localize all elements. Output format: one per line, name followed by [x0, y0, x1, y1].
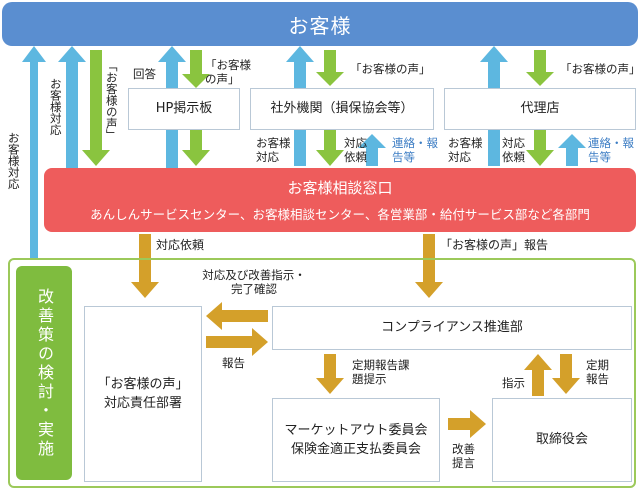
arrow-up-far-left: [22, 46, 46, 258]
responsible-dept-box: 「お客様の声」 対応責任部署: [84, 306, 202, 482]
arrow-up-hp-bottom: [166, 130, 178, 168]
customer-title: お客様: [288, 13, 352, 38]
arrow-up-agency-top: [480, 46, 508, 88]
hp-board-label: HP掲示板: [155, 101, 213, 117]
label-contact: 連絡・報告等: [392, 136, 438, 165]
arrow-down-periodic: [316, 354, 344, 394]
board-box: 取締役会: [492, 398, 632, 482]
arrow-up-agency-contact: [558, 134, 586, 166]
label-voice-report: 「お客様の声」報告: [440, 238, 549, 252]
arrow-down-request: [131, 234, 159, 298]
label-hp-voice: 「お客様の声」: [205, 58, 251, 87]
label-periodic: 定期報告課題提示: [352, 358, 410, 387]
outside-org-label: 社外機関（損保協会等）: [270, 101, 414, 117]
improvement-sidebar: 改善策の検討・実施: [16, 266, 72, 480]
arrow-down-agency-top: [526, 50, 554, 86]
arrow-down-voice-report: [415, 234, 443, 298]
outside-org-box: 社外機関（損保協会等）: [250, 88, 434, 130]
arrow-up-outside-contact: [358, 134, 386, 166]
arrow-down-hp-top: [182, 50, 210, 88]
label-improve-check: 対応及び改善指示・完了確認: [202, 268, 306, 297]
label-cust-resp: お客様対応: [256, 136, 291, 165]
label-agency-cust-resp: お客様対応: [448, 136, 483, 165]
arrow-left-instruct: [206, 302, 268, 330]
orange-arrows: [131, 234, 580, 438]
label-req-resp: 対応依頼: [344, 136, 367, 165]
arrow-up-outside-bottom: [294, 130, 306, 166]
arrow-right-propose: [448, 410, 486, 438]
customer-desk-box: お客様相談窓口 あんしんサービスセンター、お客様相談センター、各営業部・給付サー…: [44, 168, 636, 232]
label-periodic2: 定期報告: [586, 358, 609, 387]
arrow-up-left: [58, 46, 86, 168]
arrow-up-hp-top: [158, 46, 186, 88]
arrow-down-periodic2: [552, 354, 580, 394]
compliance-label: コンプライアンス推進部: [381, 320, 523, 336]
responsible-dept-line2: 対応責任部署: [103, 396, 182, 411]
committee-box: マーケットアウト委員会 保険金適正支払委員会: [272, 398, 440, 482]
arrow-down-agency-bottom: [526, 130, 554, 166]
arrow-down-outside-bottom: [316, 130, 344, 166]
customer-desk-title: お客様相談窓口: [287, 179, 393, 197]
label-agency-req-resp: 対応依頼: [502, 136, 525, 165]
label-improve-propose: 改善提言: [452, 442, 475, 471]
arrow-up-instruct: [524, 354, 552, 396]
arrow-down-left: [82, 50, 110, 166]
label-answer: 回答: [133, 67, 156, 81]
arrow-right-report: [206, 328, 268, 356]
arrow-down-outside-top: [316, 50, 344, 86]
label-req-down: 対応依頼: [156, 238, 205, 252]
label-agency-contact: 連絡・報告等: [588, 136, 634, 165]
label-far-left: お客様対応: [6, 132, 21, 190]
label-agency-voice: 「お客様の声」: [560, 62, 640, 76]
compliance-box: コンプライアンス推進部: [272, 306, 632, 350]
customer-desk-subtitle: あんしんサービスセンター、お客様相談センター、各営業部・給付サービス部など各部門: [90, 207, 590, 222]
hp-board-box: HP掲示板: [128, 88, 240, 130]
improvement-sidebar-label: 改善策の検討・実施: [35, 287, 54, 459]
improvement-frame: [8, 258, 636, 488]
label-left3: 「お客様の声」: [104, 60, 119, 141]
customer-banner: お客様: [2, 2, 638, 46]
responsible-dept-line1: 「お客様の声」: [97, 376, 189, 392]
label-report: 報告: [222, 356, 245, 370]
label-left2: お客様対応: [48, 78, 63, 136]
green-arrows: [82, 50, 554, 166]
arrow-down-hp-bottom: [182, 128, 210, 166]
board-label: 取締役会: [535, 432, 588, 448]
arrow-up-outside-top: [286, 46, 314, 88]
blue-arrows: [22, 46, 586, 258]
agency-box: 代理店: [444, 88, 636, 130]
label-instruct: 指示: [502, 376, 525, 390]
arrow-up-agency-bottom: [488, 130, 500, 166]
committee-line2: 保険金適正支払委員会: [290, 442, 421, 457]
label-outside-voice: 「お客様の声」: [350, 62, 431, 76]
agency-label: 代理店: [520, 101, 560, 117]
committee-line1: マーケットアウト委員会: [284, 422, 428, 438]
